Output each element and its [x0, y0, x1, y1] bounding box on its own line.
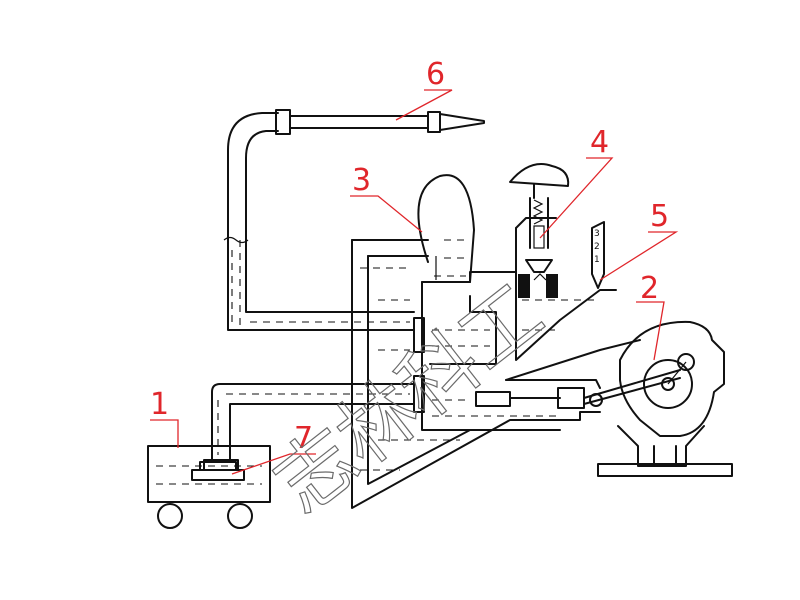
relief-valve [509, 163, 570, 298]
label-7: 7 [294, 421, 313, 456]
manifold-body [351, 217, 641, 509]
label-5: 5 [650, 199, 669, 234]
gauge-tick-3: 3 [594, 229, 600, 239]
label-2: 2 [640, 271, 659, 306]
air-chamber [417, 174, 475, 283]
water-tank [147, 445, 271, 529]
plunger-rod [475, 369, 681, 409]
label-1: 1 [150, 387, 169, 422]
gauge-tick-1: 1 [594, 255, 600, 265]
riser-pipe [223, 231, 425, 353]
drive-motor [597, 320, 733, 477]
label-3: 3 [352, 163, 371, 198]
nozzle-pipe [227, 109, 485, 233]
label-6: 6 [426, 57, 445, 92]
part-labels: 1 2 3 4 5 6 7 [150, 57, 669, 456]
watermark: 志林科工 [259, 268, 560, 531]
label-4: 4 [590, 125, 609, 160]
gauge-tick-2: 2 [594, 242, 600, 252]
leader-lines [150, 89, 679, 475]
pressure-gauge: 3 2 1 [591, 221, 605, 289]
